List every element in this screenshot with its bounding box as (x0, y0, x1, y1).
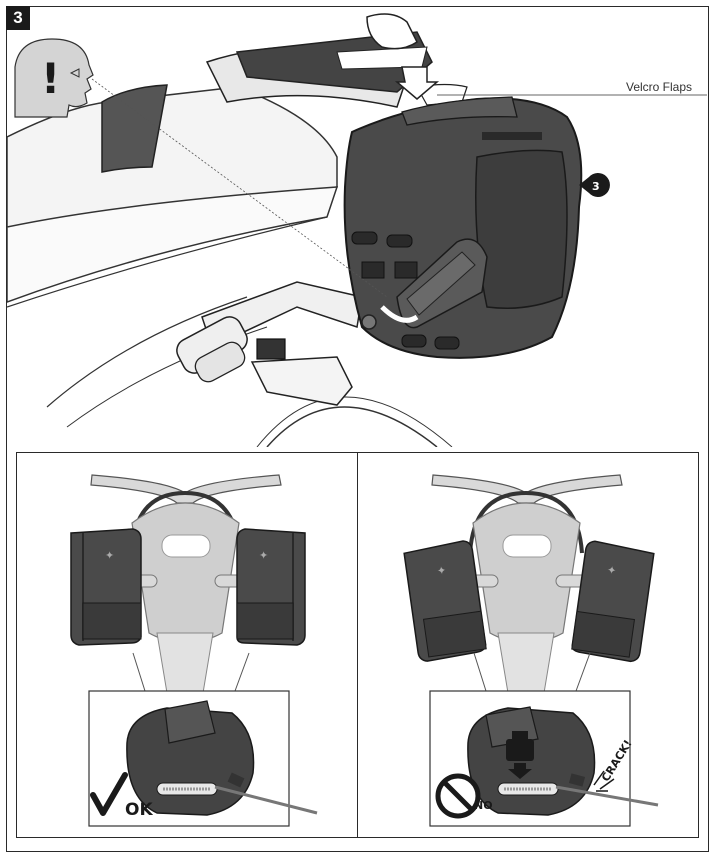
right-bag-tilted: ✦ (571, 540, 655, 663)
attention-head-icon: ! (14, 38, 94, 118)
sight-line (91, 78, 388, 298)
bag-logo (482, 132, 542, 140)
svg-text:✦: ✦ (436, 564, 447, 578)
panel-correct: ✦ ✦ OK (16, 452, 358, 838)
instruction-frame (6, 6, 709, 852)
strap-buckle (256, 338, 286, 360)
checkmark-icon (90, 772, 128, 816)
svg-text:✦: ✦ (259, 549, 268, 562)
left-bag-straight: ✦ (70, 528, 142, 646)
svg-text:✦: ✦ (606, 563, 617, 577)
step-callout-icon: 3 (579, 173, 610, 198)
rear-wheel-outline (266, 406, 438, 447)
side-cover (101, 84, 168, 173)
svg-text:✦: ✦ (105, 549, 114, 562)
velcro-flaps-label: Velcro Flaps (626, 80, 693, 94)
incorrect-illustration: ✦ ✦ (403, 474, 659, 827)
panel-incorrect: ✦ ✦ NO CRACK! (357, 452, 699, 838)
left-bag-tilted: ✦ (403, 540, 487, 662)
right-bag-straight: ✦ (236, 528, 306, 646)
prohibited-icon (435, 773, 481, 819)
step-callout-number: 3 (592, 180, 600, 193)
correct-illustration: ✦ ✦ (70, 474, 318, 827)
step-number-badge: 3 (6, 6, 30, 30)
direction-arrow (394, 66, 440, 100)
svg-text:!: ! (41, 54, 60, 103)
hand (366, 13, 418, 50)
weight-icon (506, 731, 534, 779)
main-illustration: ! 3 (7, 13, 707, 447)
no-label: NO (474, 799, 493, 812)
ok-label: OK (125, 800, 153, 820)
